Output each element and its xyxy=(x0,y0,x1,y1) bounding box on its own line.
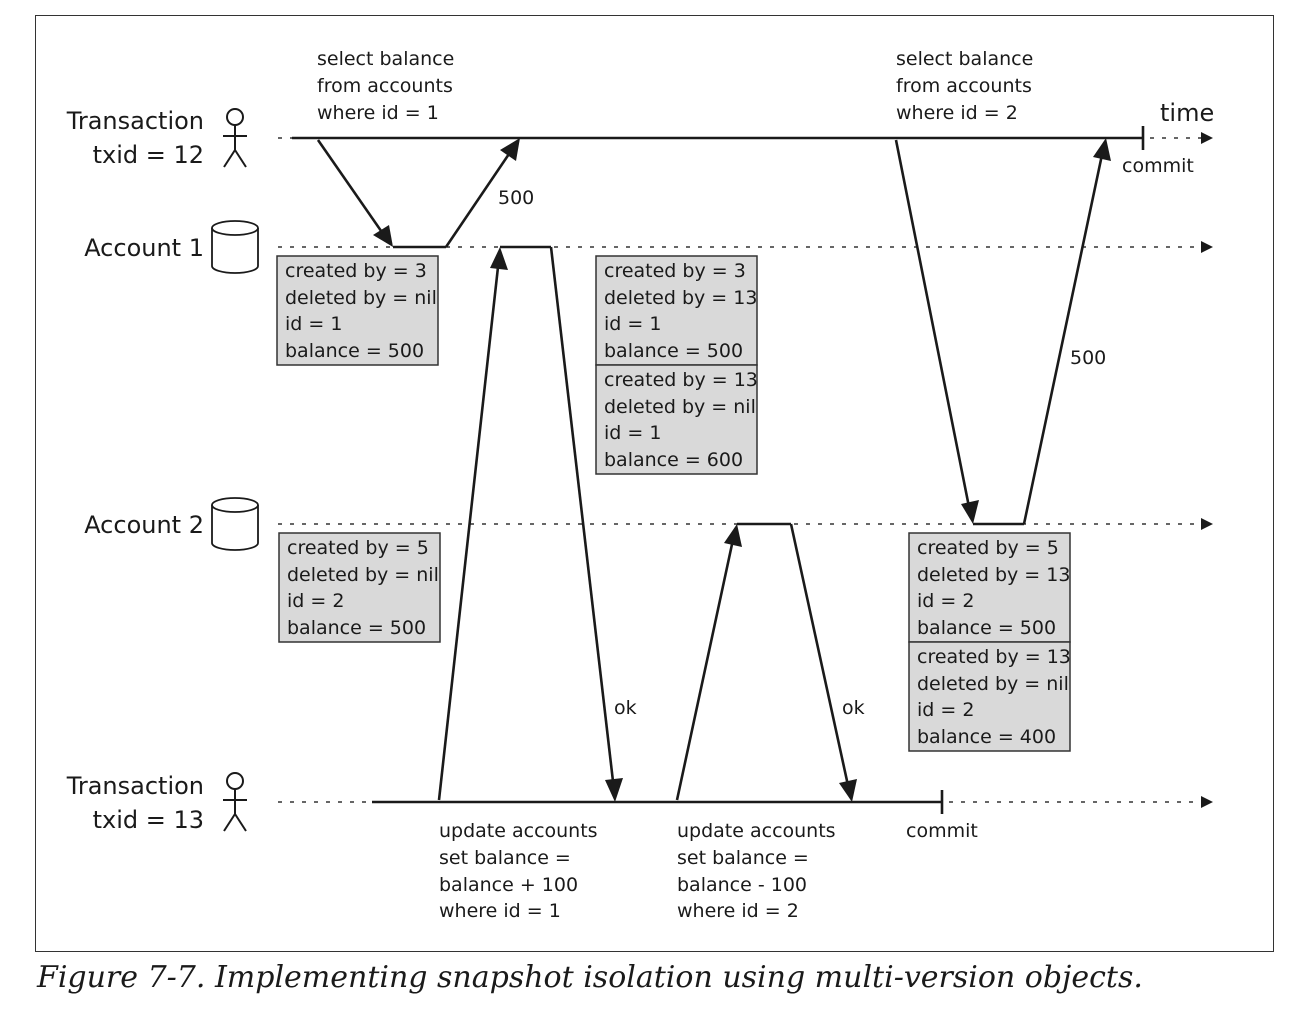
figure-caption: Figure 7-7. Implementing snapshot isolat… xyxy=(37,960,1143,995)
tx12-time-arrow xyxy=(1201,132,1213,144)
row-field: created by = 3 xyxy=(285,260,427,282)
account2-database-icon xyxy=(211,497,259,551)
account2-label: Account 2 xyxy=(84,511,204,539)
row-field: balance = 500 xyxy=(287,617,426,639)
select1-request-arrow xyxy=(316,139,393,247)
update1-line4: where id = 1 xyxy=(439,900,561,922)
account1-database-icon xyxy=(211,220,259,274)
select2-response-arrow xyxy=(1022,138,1111,525)
update2-line3: balance - 100 xyxy=(677,874,807,896)
update1-line1: update accounts xyxy=(439,820,598,842)
update1-response-arrow xyxy=(549,246,623,802)
row-field: created by = 13 xyxy=(917,646,1071,668)
tx13-person-icon xyxy=(223,772,247,832)
row-field: deleted by = nil xyxy=(285,287,437,309)
select2-line2: from accounts xyxy=(896,75,1032,97)
update1-response-ok: ok xyxy=(614,697,637,719)
account1-row-version-deleted: created by = 3 deleted by = 13 id = 1 ba… xyxy=(595,255,758,366)
account1-time-arrow xyxy=(1201,241,1213,253)
row-field: deleted by = nil xyxy=(604,396,756,418)
row-field: deleted by = 13 xyxy=(604,287,757,309)
row-field: created by = 3 xyxy=(604,260,746,282)
row-field: balance = 500 xyxy=(604,340,743,362)
update2-line1: update accounts xyxy=(677,820,836,842)
row-field: deleted by = nil xyxy=(917,673,1069,695)
update2-line2: set balance = xyxy=(677,847,809,869)
update1-line2: set balance = xyxy=(439,847,571,869)
row-field: created by = 5 xyxy=(917,537,1059,559)
row-field: id = 2 xyxy=(917,699,974,721)
row-field: created by = 13 xyxy=(604,369,758,391)
select1-response-value: 500 xyxy=(498,187,534,209)
row-field: deleted by = nil xyxy=(287,564,439,586)
tx13-label-line1: Transaction xyxy=(66,772,204,800)
tx12-label-line2: txid = 12 xyxy=(93,141,204,169)
select1-line1: select balance xyxy=(317,48,454,70)
select2-response-value: 500 xyxy=(1070,347,1106,369)
tx13-commit-label: commit xyxy=(906,820,978,842)
update2-request-arrow xyxy=(675,524,742,801)
figure-frame xyxy=(35,15,1274,952)
tx13-label-line2: txid = 13 xyxy=(93,806,204,834)
row-field: balance = 500 xyxy=(285,340,424,362)
account2-row-version-initial: created by = 5 deleted by = nil id = 2 b… xyxy=(278,532,441,643)
row-field: id = 2 xyxy=(287,590,344,612)
account1-row-version-initial: created by = 3 deleted by = nil id = 1 b… xyxy=(276,255,439,366)
select2-line3: where id = 2 xyxy=(896,102,1018,124)
row-field: created by = 5 xyxy=(287,537,429,559)
select1-line2: from accounts xyxy=(317,75,453,97)
row-field: id = 1 xyxy=(604,313,661,335)
update2-response-ok: ok xyxy=(842,697,865,719)
update1-request-arrow xyxy=(437,247,508,801)
account1-row-version-new: created by = 13 deleted by = nil id = 1 … xyxy=(595,364,758,475)
row-field: id = 2 xyxy=(917,590,974,612)
tx13-time-arrow xyxy=(1201,796,1213,808)
account2-time-arrow xyxy=(1201,518,1213,530)
account1-label: Account 1 xyxy=(84,234,204,262)
row-field: id = 1 xyxy=(285,313,342,335)
select1-response-arrow xyxy=(444,138,520,248)
tx12-commit-label: commit xyxy=(1122,155,1194,177)
tx12-label-line1: Transaction xyxy=(66,107,204,135)
update2-response-arrow xyxy=(789,523,857,802)
account2-row-version-new: created by = 13 deleted by = nil id = 2 … xyxy=(908,641,1071,752)
select1-line3: where id = 1 xyxy=(317,102,439,124)
row-field: deleted by = 13 xyxy=(917,564,1070,586)
row-field: balance = 600 xyxy=(604,449,743,471)
tx12-person-icon xyxy=(223,108,247,168)
select2-line1: select balance xyxy=(896,48,1033,70)
account2-row-version-deleted: created by = 5 deleted by = 13 id = 2 ba… xyxy=(908,532,1071,643)
row-field: balance = 500 xyxy=(917,617,1056,639)
row-field: id = 1 xyxy=(604,422,661,444)
update2-line4: where id = 2 xyxy=(677,900,799,922)
time-label: time xyxy=(1160,99,1214,127)
update1-line3: balance + 100 xyxy=(439,874,578,896)
row-field: balance = 400 xyxy=(917,726,1056,748)
select2-request-arrow xyxy=(894,139,979,524)
